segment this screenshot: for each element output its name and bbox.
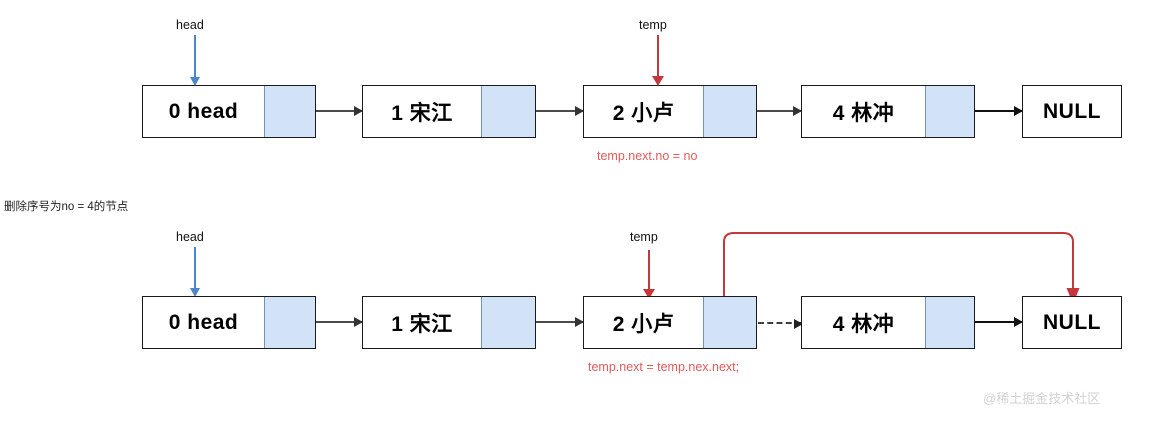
row1-node-4-data: 4 林冲 bbox=[832, 101, 895, 125]
row1-node-head-pointer-cell bbox=[264, 86, 315, 137]
row2-node-4: 4 林冲 bbox=[801, 296, 975, 349]
row1-link-4-to-null bbox=[975, 110, 1022, 112]
row2-head-pointer-label: head bbox=[176, 230, 204, 244]
section-caption: 删除序号为no = 4的节点 bbox=[4, 201, 129, 213]
row1-link-1-to-2 bbox=[536, 110, 583, 112]
row1-link-2-to-4 bbox=[757, 110, 801, 112]
row1-node-1-pointer-cell bbox=[481, 86, 535, 137]
row1-head-arrow-line bbox=[194, 35, 196, 79]
row1-node-1: 1 宋江 bbox=[362, 85, 536, 138]
row1-node-head-data: 0 head bbox=[168, 99, 239, 123]
row2-head-arrow-head bbox=[189, 288, 200, 297]
row1-node-null: NULL bbox=[1022, 85, 1122, 138]
row2-node-1-pointer-cell bbox=[481, 297, 535, 348]
row2-node-2: 2 小卢 bbox=[583, 296, 757, 349]
row2-broken-link-2-to-4 bbox=[758, 318, 803, 329]
row2-redirect-path bbox=[700, 228, 1100, 306]
redirect-arrow-path bbox=[723, 232, 1074, 304]
row2-link-4-to-null bbox=[975, 321, 1022, 323]
row1-node-2-data: 2 小卢 bbox=[612, 101, 675, 125]
row2-node-2-pointer-cell bbox=[703, 297, 756, 348]
row2-code-annotation: temp.next = temp.nex.next; bbox=[588, 360, 740, 374]
row1-node-null-data: NULL bbox=[1043, 99, 1101, 123]
watermark: @稀土掘金技术社区 bbox=[983, 391, 1101, 406]
row2-link-1-to-2 bbox=[536, 321, 583, 323]
row2-node-2-data: 2 小卢 bbox=[612, 312, 675, 336]
row1-node-4-pointer-cell bbox=[925, 86, 974, 137]
row1-head-pointer-label: head bbox=[176, 18, 204, 32]
row1-temp-arrow-line bbox=[657, 35, 659, 79]
row2-temp-arrow-head bbox=[643, 289, 655, 299]
row2-node-4-data: 4 林冲 bbox=[832, 312, 895, 336]
row2-redirect-svg bbox=[723, 232, 1080, 304]
row1-code-annotation: temp.next.no = no bbox=[597, 149, 698, 163]
row1-node-2: 2 小卢 bbox=[583, 85, 757, 138]
row1-head-arrow-head bbox=[189, 77, 200, 86]
row1-node-2-pointer-cell bbox=[703, 86, 756, 137]
row2-node-head: 0 head bbox=[142, 296, 316, 349]
row1-node-1-data: 1 宋江 bbox=[391, 101, 453, 125]
row1-node-head: 0 head bbox=[142, 85, 316, 138]
row1-node-4: 4 林冲 bbox=[801, 85, 975, 138]
row2-head-arrow-line bbox=[194, 247, 196, 290]
row2-temp-arrow-line bbox=[648, 250, 650, 292]
row1-link-head-to-1 bbox=[316, 110, 362, 112]
row2-node-null: NULL bbox=[1022, 296, 1122, 349]
row2-temp-pointer-label: temp bbox=[630, 230, 658, 244]
row1-temp-arrow-head bbox=[652, 76, 664, 86]
row2-node-1-data: 1 宋江 bbox=[391, 312, 453, 336]
row2-node-head-pointer-cell bbox=[264, 297, 315, 348]
row1-temp-pointer-label: temp bbox=[639, 18, 667, 32]
row2-link-head-to-1 bbox=[316, 321, 362, 323]
row2-node-1: 1 宋江 bbox=[362, 296, 536, 349]
row2-node-null-data: NULL bbox=[1043, 310, 1101, 334]
row2-node-head-data: 0 head bbox=[168, 310, 239, 334]
row2-node-4-pointer-cell bbox=[925, 297, 974, 348]
